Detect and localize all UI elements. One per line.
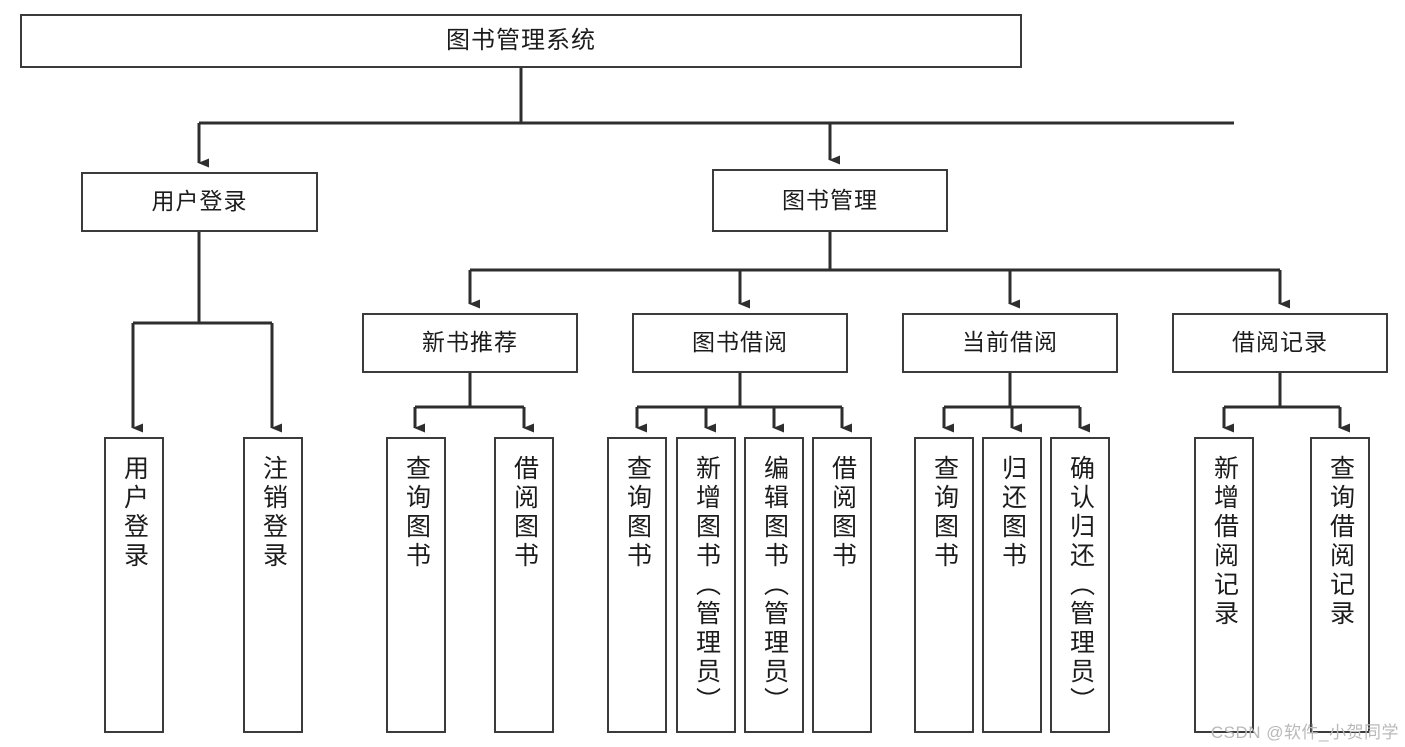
leaf-borrow-book[interactable]: 借阅图书 (812, 437, 872, 733)
node-label: 查询图书 (402, 455, 431, 571)
node-label: 当前借阅 (962, 329, 1058, 356)
node-label: 编辑图书（管理员） (760, 455, 789, 716)
node-label: 新增图书（管理员） (692, 455, 721, 716)
node-label: 查询图书 (623, 455, 652, 571)
node-book-management[interactable]: 图书管理 (712, 169, 948, 232)
node-borrow-record[interactable]: 借阅记录 (1172, 313, 1388, 373)
node-label: 注销登录 (259, 455, 288, 571)
node-label: 图书管理 (782, 186, 878, 213)
leaf-query-book-borrow[interactable]: 查询图书 (607, 437, 667, 733)
node-current-borrow[interactable]: 当前借阅 (902, 313, 1118, 373)
csdn-watermark: CSDN @软件_小贺同学 (1210, 723, 1399, 742)
node-label: 确认归还（管理员） (1066, 455, 1095, 716)
leaf-confirm-return-admin[interactable]: 确认归还（管理员） (1050, 437, 1110, 733)
leaf-query-borrow-record[interactable]: 查询借阅记录 (1310, 437, 1370, 733)
node-book-borrow[interactable]: 图书借阅 (632, 313, 848, 373)
leaf-user-login[interactable]: 用户登录 (104, 437, 164, 733)
leaf-logout[interactable]: 注销登录 (243, 437, 303, 733)
node-label: 新书推荐 (422, 329, 518, 356)
node-label: 用户登录 (120, 455, 149, 571)
leaf-return-book[interactable]: 归还图书 (982, 437, 1042, 733)
leaf-edit-book-admin[interactable]: 编辑图书（管理员） (744, 437, 804, 733)
leaf-borrow-book-newbook[interactable]: 借阅图书 (494, 437, 554, 733)
node-label: 借阅图书 (828, 455, 857, 571)
node-label: 查询借阅记录 (1326, 455, 1355, 629)
node-label: 查询图书 (930, 455, 959, 571)
node-label: 借阅图书 (510, 455, 539, 571)
node-label: 图书借阅 (692, 329, 788, 356)
node-new-book-recommend[interactable]: 新书推荐 (362, 313, 578, 373)
leaf-query-book-newbook[interactable]: 查询图书 (386, 437, 446, 733)
node-root-system[interactable]: 图书管理系统 (20, 14, 1022, 68)
leaf-add-book-admin[interactable]: 新增图书（管理员） (676, 437, 736, 733)
node-label: 图书管理系统 (446, 26, 596, 54)
node-label: 借阅记录 (1232, 329, 1328, 356)
leaf-query-book-current[interactable]: 查询图书 (914, 437, 974, 733)
leaf-add-borrow-record[interactable]: 新增借阅记录 (1194, 437, 1254, 733)
node-user-login[interactable]: 用户登录 (81, 172, 318, 232)
node-label: 用户登录 (151, 188, 248, 215)
node-label: 归还图书 (998, 455, 1027, 571)
node-label: 新增借阅记录 (1210, 455, 1239, 629)
